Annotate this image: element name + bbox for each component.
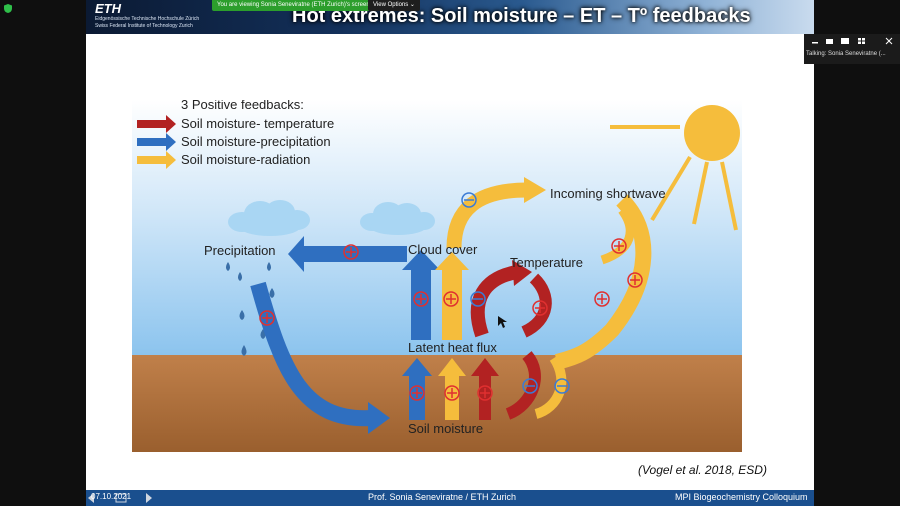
institution-name-en: Swiss Federal Institute of Technology Zu… [95,23,193,29]
plus-marker [444,385,460,401]
layout-strip-icon[interactable] [841,38,849,44]
precipitation-arrow [288,236,407,272]
sun-icon [610,105,740,231]
minus-marker [461,192,477,208]
view-options-button[interactable]: View Options ⌄ [368,0,420,11]
video-layout-toolbar[interactable] [806,36,898,46]
plus-marker [532,300,548,316]
plus-marker [477,385,493,401]
slide-header: ETH Eidgenössische Technische Hochschule… [86,0,814,34]
label-precipitation: Precipitation [204,243,276,258]
legend-title: 3 Positive feedbacks: [181,100,304,112]
legend-item-temperature: Soil moisture- temperature [137,115,334,133]
legend-item-radiation: Soil moisture-radiation [137,151,310,169]
plus-marker [413,291,429,307]
view-options-label: View Options [373,2,409,8]
red-soil-curve [505,351,541,420]
chevron-down-icon: ⌄ [409,2,415,8]
layout-gallery-icon-part [862,41,865,44]
label-soil-moisture: Soil moisture [408,421,483,436]
plus-marker [627,272,643,288]
svg-text:Soil moisture- temperature: Soil moisture- temperature [181,116,334,131]
eth-logo: ETH [95,1,121,16]
screen-share-banner: You are viewing Sonia Seneviratne (ETH Z… [212,0,375,11]
temperature-arrow-right [521,273,552,338]
plus-marker [409,385,425,401]
svg-text:Soil moisture-precipitation: Soil moisture-precipitation [181,134,331,149]
layout-gallery-icon[interactable] [858,38,861,41]
shortwave-arrowhead [524,177,546,203]
institution-name-de: Eidgenössische Technische Hochschule Zür… [95,16,200,22]
slideshow-nav-controls[interactable] [86,491,156,505]
shortwave-inner-arrow [600,207,635,265]
plus-marker [594,291,610,307]
soil-background [132,355,742,452]
minus-marker [554,378,570,394]
svg-text:Soil moisture-radiation: Soil moisture-radiation [181,152,310,167]
cloud-to-shortwave-arrow [446,182,528,249]
yellow-upward-arrow [435,252,469,340]
layout-single-icon[interactable] [826,39,833,44]
layout-gallery-icon-part [862,38,865,41]
feedback-diagram: 3 Positive feedbacks: Soil moisture- tem… [132,100,742,452]
mouse-cursor-icon [498,316,507,328]
footer-presenter: Prof. Sonia Seneviratne / ETH Zurich [368,492,517,502]
cloud-icon [360,202,435,235]
layout-gallery-icon-part [858,41,861,44]
minimize-icon[interactable] [812,42,818,44]
citation: (Vogel et al. 2018, ESD) [638,463,767,477]
footer-date: 07.10.2021 [91,492,132,501]
expand-icon[interactable] [885,37,893,45]
legend-item-precipitation: Soil moisture-precipitation [137,133,331,151]
plus-marker [343,244,359,260]
shortwave-down-arrow [554,194,652,370]
shield-icon [4,4,12,13]
next-slide-icon[interactable] [146,493,152,503]
temperature-arrow-left [470,265,519,338]
label-incoming-shortwave: Incoming shortwave [550,186,666,201]
previous-slide-icon[interactable] [88,493,94,503]
label-temperature: Temperature [510,255,583,270]
slide-menu-icon[interactable] [115,493,127,503]
label-cloud-cover: Cloud cover [408,242,478,257]
plus-marker [443,291,459,307]
rain-to-soil-arrowhead [368,402,390,434]
slide: ETH Eidgenössische Technische Hochschule… [86,0,814,506]
plus-marker [611,238,627,254]
footer-event: MPI Biogeochemistry Colloquium [675,492,808,502]
talking-indicator: Talking: Sonia Seneviratne (... [806,51,886,57]
cloud-icon [228,200,310,236]
video-panel: Talking: Sonia Seneviratne (... [804,34,900,64]
temperature-arrowhead-left [512,260,532,286]
minus-marker [522,378,538,394]
minus-marker [470,291,486,307]
label-latent-heat-flux: Latent heat flux [408,340,497,355]
plus-marker [259,310,275,326]
slide-footer: 07.10.2021 Prof. Sonia Seneviratne / ETH… [86,490,814,506]
